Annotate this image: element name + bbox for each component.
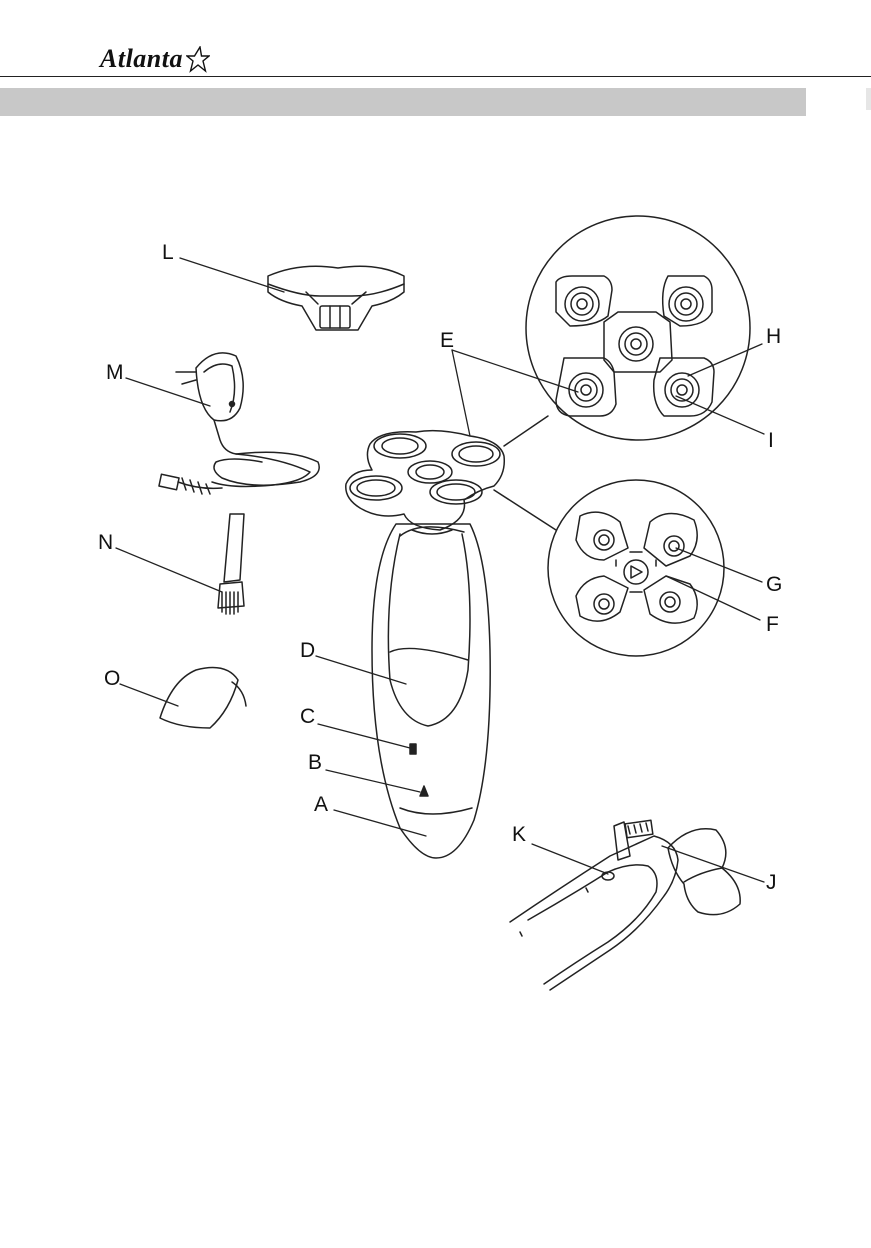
heads-detail-circle [526,216,750,440]
callout-K: K [512,824,526,845]
callout-L: L [162,242,174,263]
callout-F: F [766,614,779,635]
callout-H: H [766,326,781,347]
head-spiral [565,287,703,407]
protective-cap-illustration [268,266,404,330]
callout-E: E [440,330,454,351]
callout-A: A [314,794,328,815]
callout-C: C [300,706,315,727]
charger-adapter-illustration [159,353,319,494]
shaver-head-illustration [346,431,505,534]
callout-I: I [768,430,774,451]
callout-N: N [98,532,113,553]
callout-G: G [766,574,782,595]
callout-M: M [106,362,124,383]
callout-O: O [104,668,120,689]
callout-J: J [766,872,777,893]
cleaning-brush-illustration [218,514,244,614]
callout-B: B [308,752,322,773]
blades-detail-circle [548,480,724,656]
trimmer-detail-illustration [510,820,740,990]
shaver-body-illustration [372,524,490,858]
storage-pouch-illustration [160,668,246,728]
callout-D: D [300,640,315,661]
